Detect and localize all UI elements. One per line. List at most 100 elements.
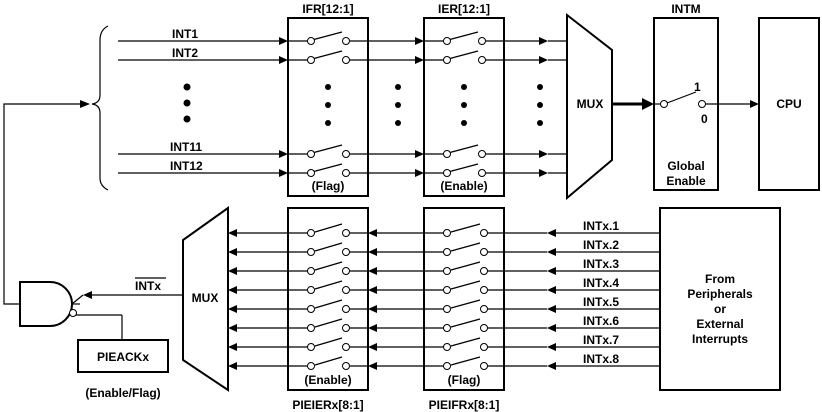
intx-label-7: INTx.7 <box>583 333 619 347</box>
row-switch-contact <box>480 286 488 294</box>
row-switch-contact <box>480 343 488 351</box>
row-switch-contact <box>307 343 315 351</box>
intx-label-2: INTx.2 <box>583 238 619 252</box>
row-arrow <box>368 229 377 237</box>
pieifr-label: PIEIFRx[8:1] <box>429 398 500 412</box>
row-arrow <box>228 324 237 332</box>
peripherals-box <box>659 207 781 391</box>
row-arrow <box>368 343 377 351</box>
pieifr-register-box <box>423 207 505 391</box>
row-arrow <box>547 229 556 237</box>
row-switch-contact <box>342 286 350 294</box>
row-switch-contact <box>307 362 315 370</box>
row-switch-contact <box>443 229 451 237</box>
row-arrow <box>228 286 237 294</box>
peripherals-label-2: Peripherals <box>687 287 753 301</box>
row-switch-lever <box>314 337 343 347</box>
row-switch-contact <box>342 305 350 313</box>
row-switch-contact <box>307 267 315 275</box>
enable-flag-label: (Enable/Flag) <box>85 386 160 400</box>
intx-label-1: INTx.1 <box>583 219 619 233</box>
top-mux-label: MUX <box>577 97 604 111</box>
row-switch-lever <box>450 261 481 271</box>
row-arrow <box>368 324 377 332</box>
row-arrow <box>228 343 237 351</box>
row-switch-contact <box>480 305 488 313</box>
row-arrow <box>228 229 237 237</box>
row-switch-contact <box>307 229 315 237</box>
peripherals-label-5: Interrupts <box>692 332 748 346</box>
int-signal-lines <box>118 37 567 177</box>
row-arrow <box>547 248 556 256</box>
row-arrow <box>547 286 556 294</box>
intx-signal-lines <box>228 223 660 370</box>
row-arrow <box>547 324 556 332</box>
and-gate <box>19 281 73 327</box>
row-arrow <box>368 362 377 370</box>
mux-to-intm-arrow <box>642 98 654 110</box>
row-switch-contact <box>342 362 350 370</box>
ier-label: IER[12:1] <box>438 2 490 16</box>
int-label-1: INT1 <box>172 27 198 41</box>
row-arrow <box>547 343 556 351</box>
row-switch-contact <box>443 324 451 332</box>
intx-label-5: INTx.5 <box>583 295 619 309</box>
row-arrow <box>368 267 377 275</box>
row-switch-contact <box>307 286 315 294</box>
row-switch-contact <box>480 362 488 370</box>
row-switch-contact <box>443 362 451 370</box>
row-switch-contact <box>307 248 315 256</box>
intx-label-3: INTx.3 <box>583 257 619 271</box>
row-arrow <box>547 305 556 313</box>
row-arrow <box>228 248 237 256</box>
intm-switch <box>666 91 697 104</box>
pieier-label: PIEIERx[8:1] <box>292 398 363 412</box>
row-switch-lever <box>314 318 343 328</box>
row-switch-contact <box>342 229 350 237</box>
int-label-2: INT2 <box>172 46 198 60</box>
ifr-switches <box>307 31 350 177</box>
row-arrow <box>368 305 377 313</box>
int-label-11: INT11 <box>170 140 202 154</box>
row-switch-contact <box>480 248 488 256</box>
peripherals-label-1: From <box>705 272 735 286</box>
intx-label-8: INTx.8 <box>583 352 619 366</box>
intm-to-cpu-arrow <box>750 100 759 108</box>
global-enable-label-2: Enable <box>666 174 706 188</box>
row-arrow <box>547 267 556 275</box>
bottom-mux <box>182 206 229 392</box>
intx-signal-label: INTx <box>135 279 161 293</box>
ifr-label: IFR[12:1] <box>302 2 353 16</box>
row-arrow <box>228 267 237 275</box>
input-brace <box>91 25 109 191</box>
row-switch-contact <box>480 324 488 332</box>
top-mux <box>566 12 613 201</box>
cpu-label: CPU <box>776 97 801 111</box>
intx-label-4: INTx.4 <box>583 276 619 290</box>
ellipsis-dots <box>183 83 543 126</box>
row-switch-lever <box>314 261 343 271</box>
mux-to-and-arrow <box>83 291 92 299</box>
pieack-label: PIEACKx <box>97 350 149 364</box>
and-inverter-bubble <box>69 309 77 317</box>
row-arrow <box>368 286 377 294</box>
peripherals-label-4: External <box>696 317 743 331</box>
row-switch-lever <box>450 299 481 309</box>
pieack-box <box>77 339 169 373</box>
intm-one-label: 1 <box>694 80 701 94</box>
row-switch-contact <box>307 305 315 313</box>
row-switch-contact <box>443 248 451 256</box>
and-to-brace-arrow <box>80 100 90 108</box>
ifr-flag-label: (Flag) <box>312 179 345 193</box>
ier-switches <box>443 31 486 177</box>
row-switch-lever <box>314 223 343 233</box>
intm-label: INTM <box>671 2 700 16</box>
row-switch-lever <box>314 242 343 252</box>
intm-zero-label: 0 <box>701 112 708 126</box>
row-arrow <box>547 362 556 370</box>
pieier-enable-label: (Enable) <box>304 373 351 387</box>
ier-enable-label: (Enable) <box>440 179 487 193</box>
row-switch-contact <box>480 267 488 275</box>
pieifr-flag-label: (Flag) <box>448 373 481 387</box>
